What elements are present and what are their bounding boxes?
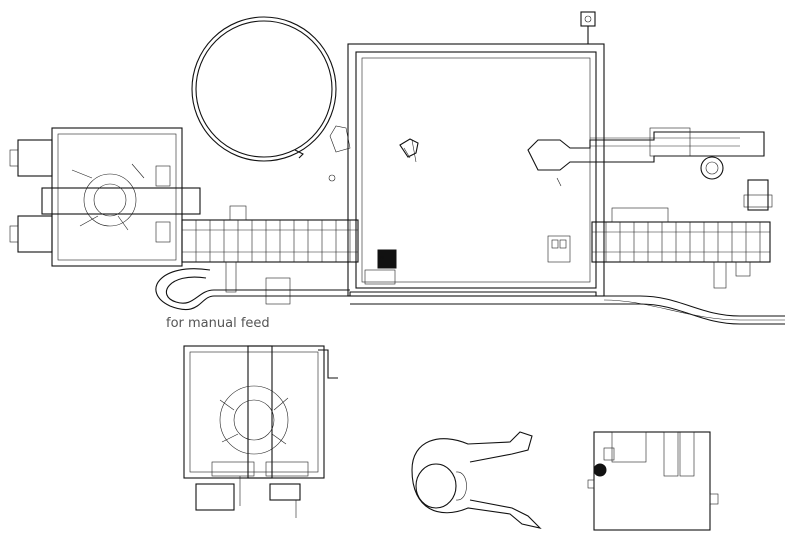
main-enclosure [328,11,605,297]
manual-feed-module [183,345,338,518]
right-arm-assembly [527,127,773,211]
transfer-rail [155,268,785,325]
manual-feed-annotation: for manual feed [166,316,270,331]
operator-figure-icon [411,431,542,529]
rotary-turntable [191,16,337,162]
control-panel-icon [587,431,719,531]
main-conveyor [181,205,771,305]
left-machine-module [9,127,201,267]
